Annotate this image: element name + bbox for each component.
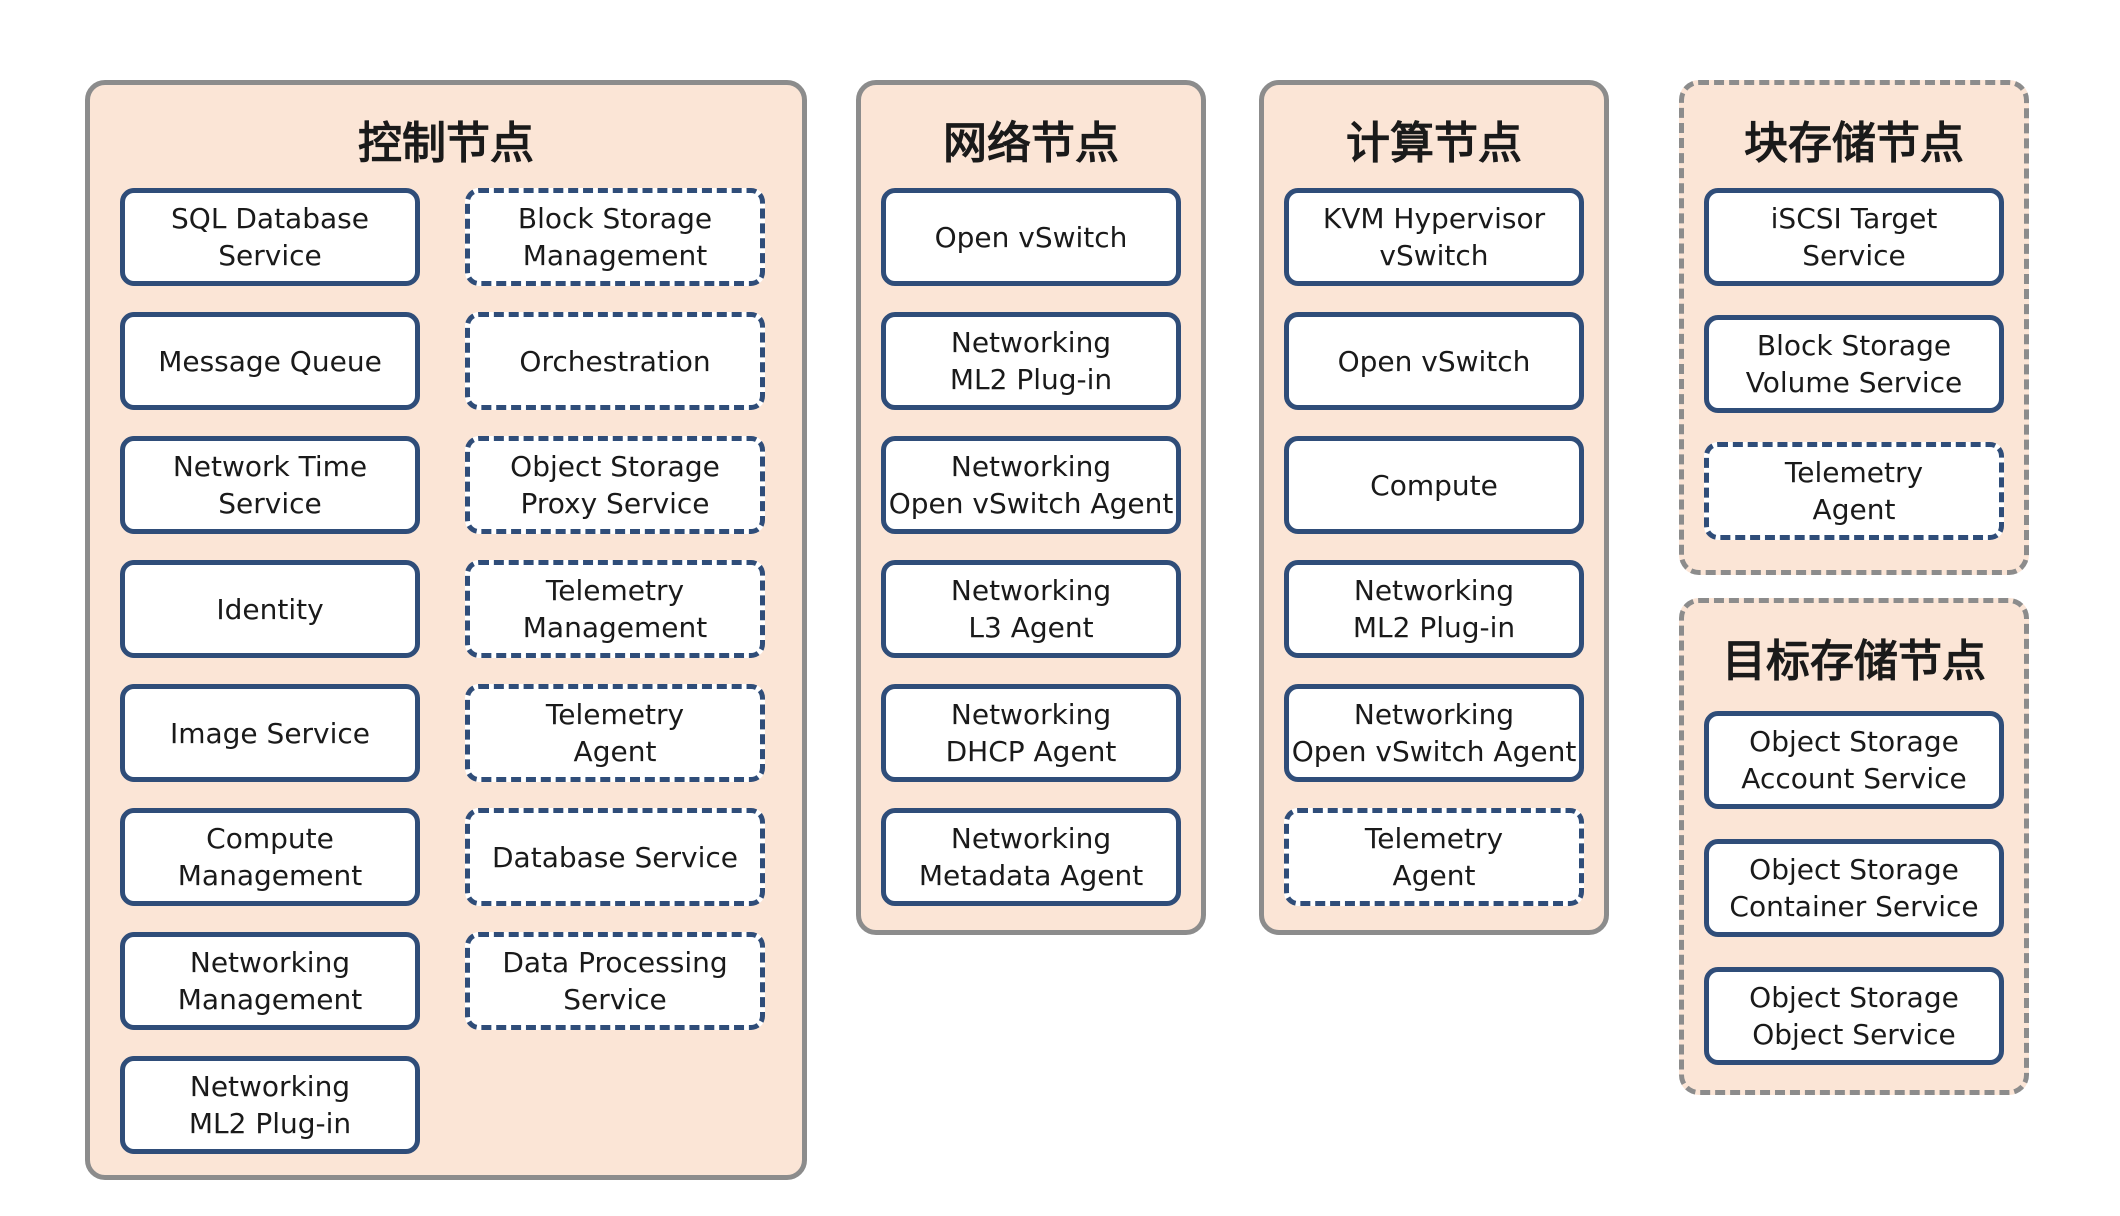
node-label: Networking Open vSwitch Agent (1291, 698, 1577, 768)
node-object-storage-object-service: Object Storage Object Service (1704, 967, 2004, 1065)
node-label: Telemetry Agent (545, 698, 685, 768)
node-label: Block Storage Volume Service (1745, 329, 1963, 399)
node-block-storage-management: Block Storage Management (465, 188, 765, 286)
node-label: Open vSwitch (1337, 344, 1531, 378)
node-object-storage-container-service: Object Storage Container Service (1704, 839, 2004, 937)
control-node-panel: 控制节点 SQL Database Service Block Storage … (85, 80, 807, 1180)
node-object-storage-account-service: Object Storage Account Service (1704, 711, 2004, 809)
node-label: Telemetry Agent (1784, 456, 1924, 526)
node-label: Object Storage Container Service (1729, 853, 1979, 923)
node-label: Networking ML2 Plug-in (1352, 574, 1516, 644)
node-networking-l3-agent: Networking L3 Agent (881, 560, 1181, 658)
node-label: SQL Database Service (171, 202, 369, 272)
node-telemetry-agent: Telemetry Agent (1704, 442, 2004, 540)
node-telemetry-agent: Telemetry Agent (1284, 808, 1584, 906)
node-label: Message Queue (158, 344, 382, 378)
block-storage-node-panel: 块存储节点 iSCSI Target Service Block Storage… (1679, 80, 2029, 575)
node-label: Data Processing Service (502, 946, 728, 1016)
node-label: Object Storage Account Service (1741, 725, 1967, 795)
node-compute-management: Compute Management (120, 808, 420, 906)
node-open-vswitch: Open vSwitch (1284, 312, 1584, 410)
node-label: Compute Management (177, 822, 363, 892)
node-networking-dhcp-agent: Networking DHCP Agent (881, 684, 1181, 782)
node-label: Telemetry Agent (1364, 822, 1504, 892)
network-node-panel: 网络节点 Open vSwitch Networking ML2 Plug-in… (856, 80, 1206, 935)
control-node-title: 控制节点 (358, 118, 534, 169)
block-storage-node-title: 块存储节点 (1744, 118, 1964, 169)
node-label: Networking ML2 Plug-in (949, 326, 1113, 396)
node-label: Image Service (169, 716, 371, 750)
node-label: Networking ML2 Plug-in (188, 1070, 352, 1140)
node-networking-open-vswitch-agent: Networking Open vSwitch Agent (1284, 684, 1584, 782)
node-identity: Identity (120, 560, 420, 658)
node-telemetry-agent: Telemetry Agent (465, 684, 765, 782)
node-label: Open vSwitch (934, 220, 1128, 254)
node-kvm-hypervisor-vswitch: KVM Hypervisor vSwitch (1284, 188, 1584, 286)
node-label: iSCSI Target Service (1770, 202, 1938, 272)
node-object-storage-proxy-service: Object Storage Proxy Service (465, 436, 765, 534)
node-label: KVM Hypervisor vSwitch (1322, 202, 1546, 272)
node-message-queue: Message Queue (120, 312, 420, 410)
node-networking-metadata-agent: Networking Metadata Agent (881, 808, 1181, 906)
node-networking-ml2-plugin: Networking ML2 Plug-in (1284, 560, 1584, 658)
node-orchestration: Orchestration (465, 312, 765, 410)
node-label: Telemetry Management (522, 574, 708, 644)
node-label: Orchestration (519, 344, 711, 378)
node-data-processing-service: Data Processing Service (465, 932, 765, 1030)
node-networking-ml2-plugin: Networking ML2 Plug-in (120, 1056, 420, 1154)
object-storage-node-panel: 目标存储节点 Object Storage Account Service Ob… (1679, 598, 2029, 1095)
node-networking-ml2-plugin: Networking ML2 Plug-in (881, 312, 1181, 410)
node-label: Networking Metadata Agent (918, 822, 1144, 892)
node-label: Networking L3 Agent (950, 574, 1112, 644)
node-iscsi-target-service: iSCSI Target Service (1704, 188, 2004, 286)
node-database-service: Database Service (465, 808, 765, 906)
node-telemetry-management: Telemetry Management (465, 560, 765, 658)
node-sql-database-service: SQL Database Service (120, 188, 420, 286)
network-node-title: 网络节点 (943, 118, 1119, 169)
node-label: Database Service (492, 840, 738, 874)
node-label: Object Storage Object Service (1749, 981, 1959, 1051)
node-block-storage-volume-service: Block Storage Volume Service (1704, 315, 2004, 413)
node-image-service: Image Service (120, 684, 420, 782)
node-label: Networking DHCP Agent (945, 698, 1117, 768)
node-label: Networking Open vSwitch Agent (888, 450, 1174, 520)
node-label: Block Storage Management (517, 202, 713, 272)
node-label: Compute (1370, 468, 1498, 502)
node-compute: Compute (1284, 436, 1584, 534)
node-open-vswitch: Open vSwitch (881, 188, 1181, 286)
object-storage-node-title: 目标存储节点 (1722, 636, 1986, 687)
compute-node-title: 计算节点 (1346, 118, 1522, 169)
node-networking-management: Networking Management (120, 932, 420, 1030)
node-label: Networking Management (177, 946, 363, 1016)
node-label: Network Time Service (172, 450, 368, 520)
node-networking-open-vswitch-agent: Networking Open vSwitch Agent (881, 436, 1181, 534)
compute-node-panel: 计算节点 KVM Hypervisor vSwitch Open vSwitch… (1259, 80, 1609, 935)
node-label: Identity (216, 592, 324, 626)
node-network-time-service: Network Time Service (120, 436, 420, 534)
node-label: Object Storage Proxy Service (510, 450, 720, 520)
